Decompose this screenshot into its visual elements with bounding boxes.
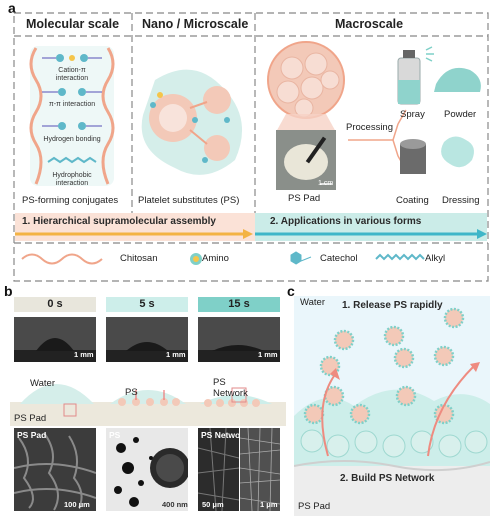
panel-a-frame [13, 12, 489, 282]
legend-alkyl: Alkyl [425, 253, 446, 264]
caption-spray: Spray [400, 109, 425, 120]
release-schematic [294, 296, 490, 516]
legend-amino: Amino [202, 253, 229, 264]
caption-coating: Coating [396, 195, 429, 206]
interaction-cation-pi: Cation-π interaction [55, 67, 89, 82]
c-step1-label: 1. Release PS rapidly [342, 300, 443, 311]
header-molecular: Molecular scale [26, 17, 120, 31]
wetting-schematic [10, 384, 286, 426]
label-water: Water [30, 378, 55, 389]
time-5s: 5 s [106, 297, 188, 312]
time-0s: 0 s [14, 297, 96, 312]
micro-label-ps-pad: PS Pad [17, 430, 47, 440]
c-pad-label: PS Pad [298, 501, 331, 512]
caption-nano: Platelet substitutes (PS) [138, 195, 240, 206]
step-arrows [15, 229, 487, 239]
panel-a-letter: a [8, 0, 16, 16]
droplet-photo-15s [198, 317, 280, 362]
micro-label-ps: PS [109, 430, 121, 440]
interaction-hbond: Hydrogen bonding [43, 136, 101, 143]
label-ps-pad: PS Pad [14, 413, 47, 424]
legend-catechol: Catechol [320, 253, 358, 264]
micrograph-ps-network-high: 1 μm [240, 428, 280, 511]
header-nano: Nano / Microscale [142, 17, 249, 31]
scale-1mm-c: 1 mm [258, 350, 278, 359]
molecular-illustration [29, 46, 115, 186]
scale-1mm-a: 1 mm [74, 350, 94, 359]
micro-scale-100um: 100 μm [64, 500, 90, 509]
step2-bar [255, 213, 487, 241]
droplet-photo-0s [14, 317, 96, 362]
step2-label: 2. Applications in various forms [270, 216, 422, 227]
caption-scale-1cm: 1 cm [318, 180, 334, 187]
micrograph-ps-pad: PS Pad 100 μm [14, 428, 96, 511]
c-step2-label: 2. Build PS Network [340, 473, 435, 484]
panel-c-letter: c [287, 283, 295, 299]
c-water-label: Water [300, 297, 325, 308]
micrograph-ps-network-low: PS Network 50 μm [198, 428, 239, 511]
caption-processing: Processing [346, 122, 393, 133]
step1-label: 1. Hierarchical supramolecular assembly [22, 216, 216, 227]
micro-scale-50um: 50 μm [202, 500, 224, 509]
caption-dressing: Dressing [442, 195, 480, 206]
micrograph-ps: PS 400 nm [106, 428, 188, 511]
interaction-hydrophobic: Hydrophobic interaction [52, 172, 92, 187]
label-ps: PS [125, 387, 138, 398]
header-macro: Macroscale [335, 17, 404, 31]
legend-chitosan: Chitosan [120, 253, 158, 264]
ps-cluster-illustration [141, 69, 243, 175]
interaction-pi-pi: π-π interaction [48, 101, 96, 108]
micro-label-ps-network: PS Network [201, 430, 239, 440]
legend-icons [21, 251, 425, 265]
droplet-photo-5s [106, 317, 188, 362]
micro-scale-1um: 1 μm [260, 500, 278, 509]
time-15s: 15 s [198, 297, 280, 312]
micro-scale-400nm: 400 nm [162, 500, 188, 509]
panel-b-letter: b [4, 283, 13, 299]
caption-powder: Powder [444, 109, 477, 120]
step1-bar [15, 213, 255, 241]
caption-molecular: PS-forming conjugates [22, 195, 119, 206]
macroscale-illustration [267, 41, 481, 190]
scale-1mm-b: 1 mm [166, 350, 186, 359]
caption-ps-pad: PS Pad [288, 193, 321, 204]
label-ps-network: PS Network [213, 377, 248, 399]
